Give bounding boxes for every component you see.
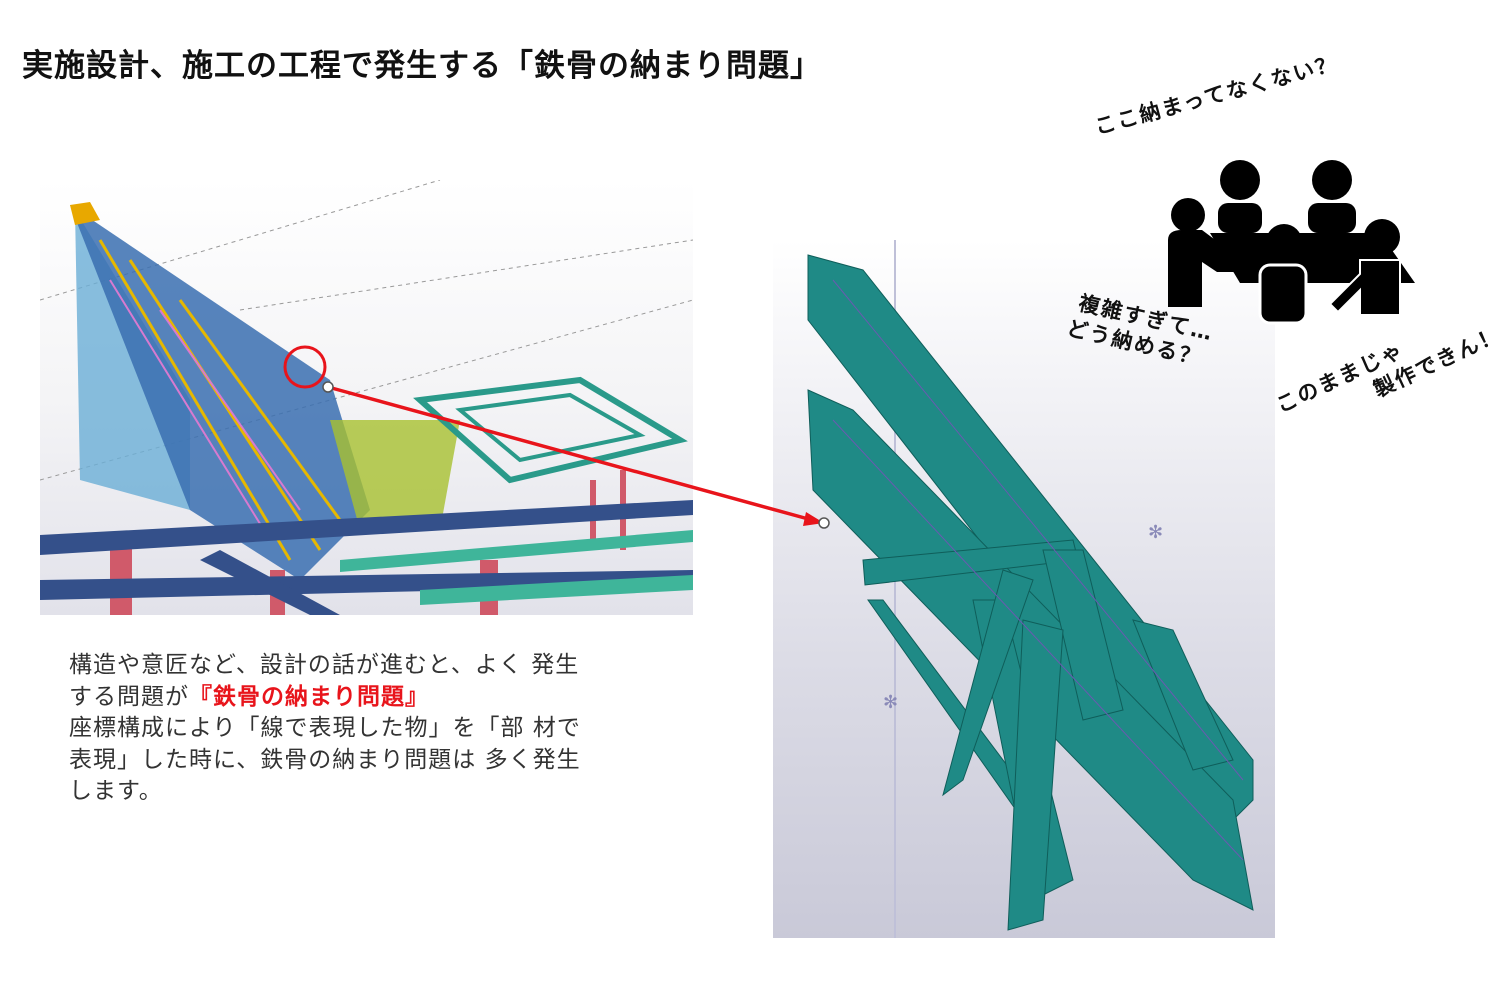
description-line: します。: [69, 778, 163, 804]
meeting-people-icon: [1160, 155, 1425, 330]
page-title: 実施設計、施工の工程で発生する「鉄骨の納まり問題」: [22, 48, 822, 84]
highlight-keyword: 『鉄骨の納まり問題』: [189, 683, 429, 710]
svg-text:✻: ✻: [1148, 522, 1163, 543]
description-line: 座標構成により「線で表現した物」を「部 材で: [69, 715, 581, 741]
description-text-segment: する問題が: [69, 683, 189, 710]
description-line: する問題が『鉄骨の納まり問題』: [69, 682, 649, 714]
steel-joint-closeup-image: ✻ ✻: [773, 240, 1275, 938]
description-line: 構造や意匠など、設計の話が進むと、よく 発生: [69, 652, 580, 678]
description-line: 表現」した時に、鉄骨の納まり問題は 多く発生: [69, 746, 581, 773]
steel-structure-model-image: [40, 180, 693, 615]
description-text: 構造や意匠など、設計の話が進むと、よく 発生 する問題が『鉄骨の納まり問題』 座…: [69, 650, 649, 808]
speech-text-top: ここ納まってなくない？: [1092, 50, 1342, 140]
svg-text:✻: ✻: [883, 692, 898, 713]
